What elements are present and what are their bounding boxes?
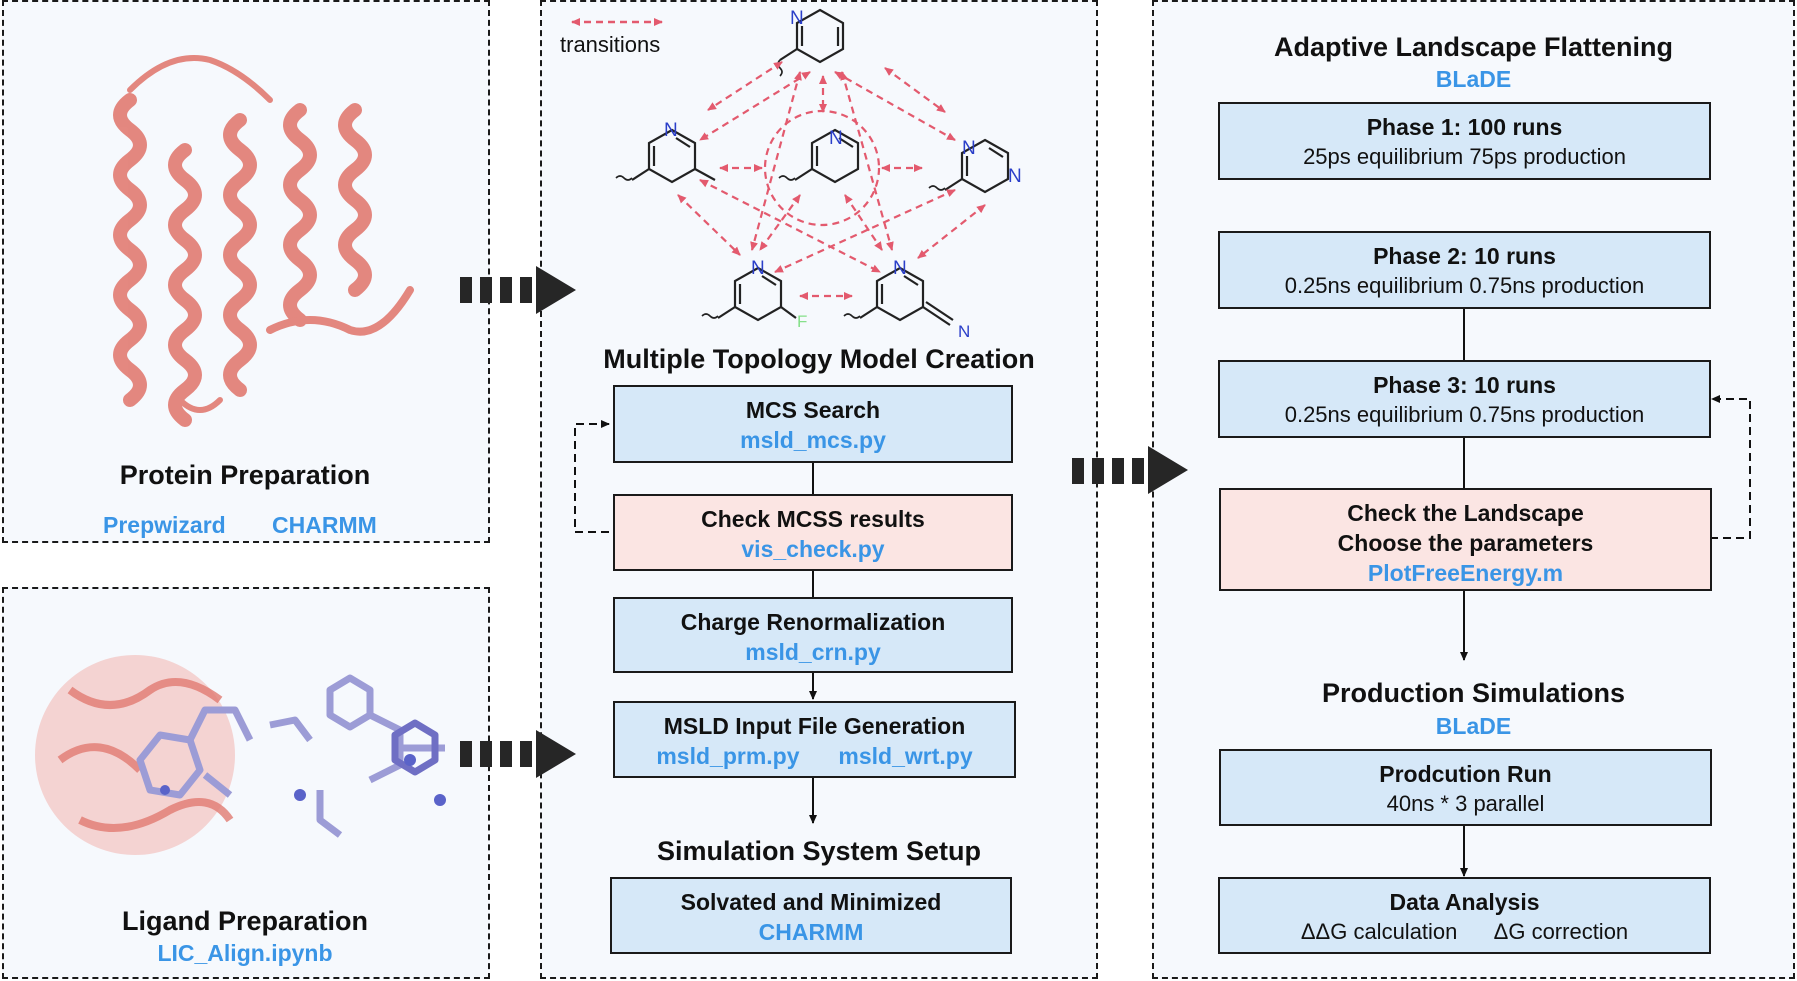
atom-label-n-cyano: N [958, 322, 971, 341]
mcs-search-title: MCS Search [745, 397, 881, 423]
mtm-title: Multiple Topology Model Creation [603, 344, 1035, 374]
legend-transitions-label: transitions [560, 32, 661, 57]
production-title: Production Simulations [1321, 678, 1625, 708]
phase3-desc: 0.25ns equilibrium 0.75ns production [1284, 402, 1645, 427]
atom-label-n-top: N [790, 8, 804, 29]
alf-connectors [1460, 308, 1751, 877]
production-run-box: Prodcution Run 40ns * 3 parallel [1219, 749, 1712, 826]
charge-renorm-tool: msld_crn.py [745, 639, 881, 665]
check-landscape-line1: Check the Landscape [1347, 500, 1584, 526]
phase2-desc: 0.25ns equilibrium 0.75ns production [1284, 273, 1645, 298]
molecule-network [615, 8, 1010, 326]
charge-renorm-title: Charge Renormalization [680, 609, 946, 635]
check-mcss-title: Check MCSS results [701, 506, 925, 532]
data-analysis-box: Data Analysis ΔΔG calculation ΔG correct… [1218, 877, 1711, 954]
phase1-title: Phase 1: 100 runs [1366, 114, 1563, 140]
alf-tool: BLaDE [1435, 66, 1512, 92]
check-mcss-box: Check MCSS results vis_check.py [613, 494, 1013, 571]
big-arrow-protein [460, 266, 576, 314]
atom-label-n-right-2: N [1008, 166, 1022, 187]
mtm-panel [540, 0, 1098, 979]
atom-label-n-right-1: N [962, 138, 976, 159]
mtm-connectors [574, 420, 817, 824]
check-landscape-box: Check the Landscape Choose the parameter… [1219, 488, 1712, 591]
production-tool: BLaDE [1435, 713, 1512, 739]
solvated-title: Solvated and Minimized [680, 889, 942, 915]
atom-label-n-center: N [829, 128, 843, 149]
data-analysis-title: Data Analysis [1389, 889, 1540, 915]
setup-title: Simulation System Setup [656, 836, 982, 866]
msld-input-box: MSLD Input File Generation msld_prm.py m… [613, 701, 1016, 778]
check-landscape-tool: PlotFreeEnergy.m [1367, 560, 1564, 586]
phase3-box: Phase 3: 10 runs 0.25ns equilibrium 0.75… [1218, 360, 1711, 438]
mcs-search-tool: msld_mcs.py [740, 427, 886, 453]
atom-label-n-fluoro: N [751, 258, 765, 279]
protein-title: Protein Preparation [119, 460, 371, 490]
protein-structure-image [113, 55, 414, 427]
check-landscape-line2: Choose the parameters [1337, 530, 1594, 556]
atom-label-n-cyano-ring: N [893, 258, 907, 279]
protein-tool-prepwizard: Prepwizard [103, 512, 226, 538]
production-run-desc: 40ns * 3 parallel [1386, 791, 1545, 816]
ligand-title: Ligand Preparation [121, 906, 369, 936]
phase2-box: Phase 2: 10 runs 0.25ns equilibrium 0.75… [1218, 231, 1711, 309]
check-mcss-tool: vis_check.py [741, 536, 885, 562]
atom-label-f: F [797, 312, 808, 331]
msld-input-tool-wrt: msld_wrt.py [838, 743, 973, 769]
production-run-title: Prodcution Run [1379, 761, 1552, 787]
ligand-structure-image [35, 655, 446, 855]
phase3-title: Phase 3: 10 runs [1373, 372, 1556, 398]
mcs-search-box: MCS Search msld_mcs.py [613, 385, 1013, 463]
msld-input-tool-prm: msld_prm.py [656, 743, 800, 769]
solvated-tool: CHARMM [758, 919, 864, 945]
msld-input-title: MSLD Input File Generation [663, 713, 966, 739]
transition-arrows [677, 61, 986, 300]
phase1-desc: 25ps equilibrium 75ps production [1303, 144, 1626, 169]
ligand-tool: LIC_Align.ipynb [157, 940, 333, 966]
phase2-title: Phase 2: 10 runs [1373, 243, 1556, 269]
charge-renorm-box: Charge Renormalization msld_crn.py [613, 597, 1013, 673]
big-arrow-ligand [460, 730, 576, 778]
data-analysis-ddg: ΔΔG calculation [1300, 919, 1458, 944]
alf-title: Adaptive Landscape Flattening [1273, 32, 1674, 62]
phase1-box: Phase 1: 100 runs 25ps equilibrium 75ps … [1218, 102, 1711, 180]
atom-label-n-left: N [664, 120, 678, 141]
solvated-box: Solvated and Minimized CHARMM [610, 877, 1012, 954]
protein-tool-charmm: CHARMM [272, 512, 377, 538]
data-analysis-dg: ΔG correction [1493, 919, 1629, 944]
big-arrow-mtm-to-alf [1072, 446, 1188, 494]
